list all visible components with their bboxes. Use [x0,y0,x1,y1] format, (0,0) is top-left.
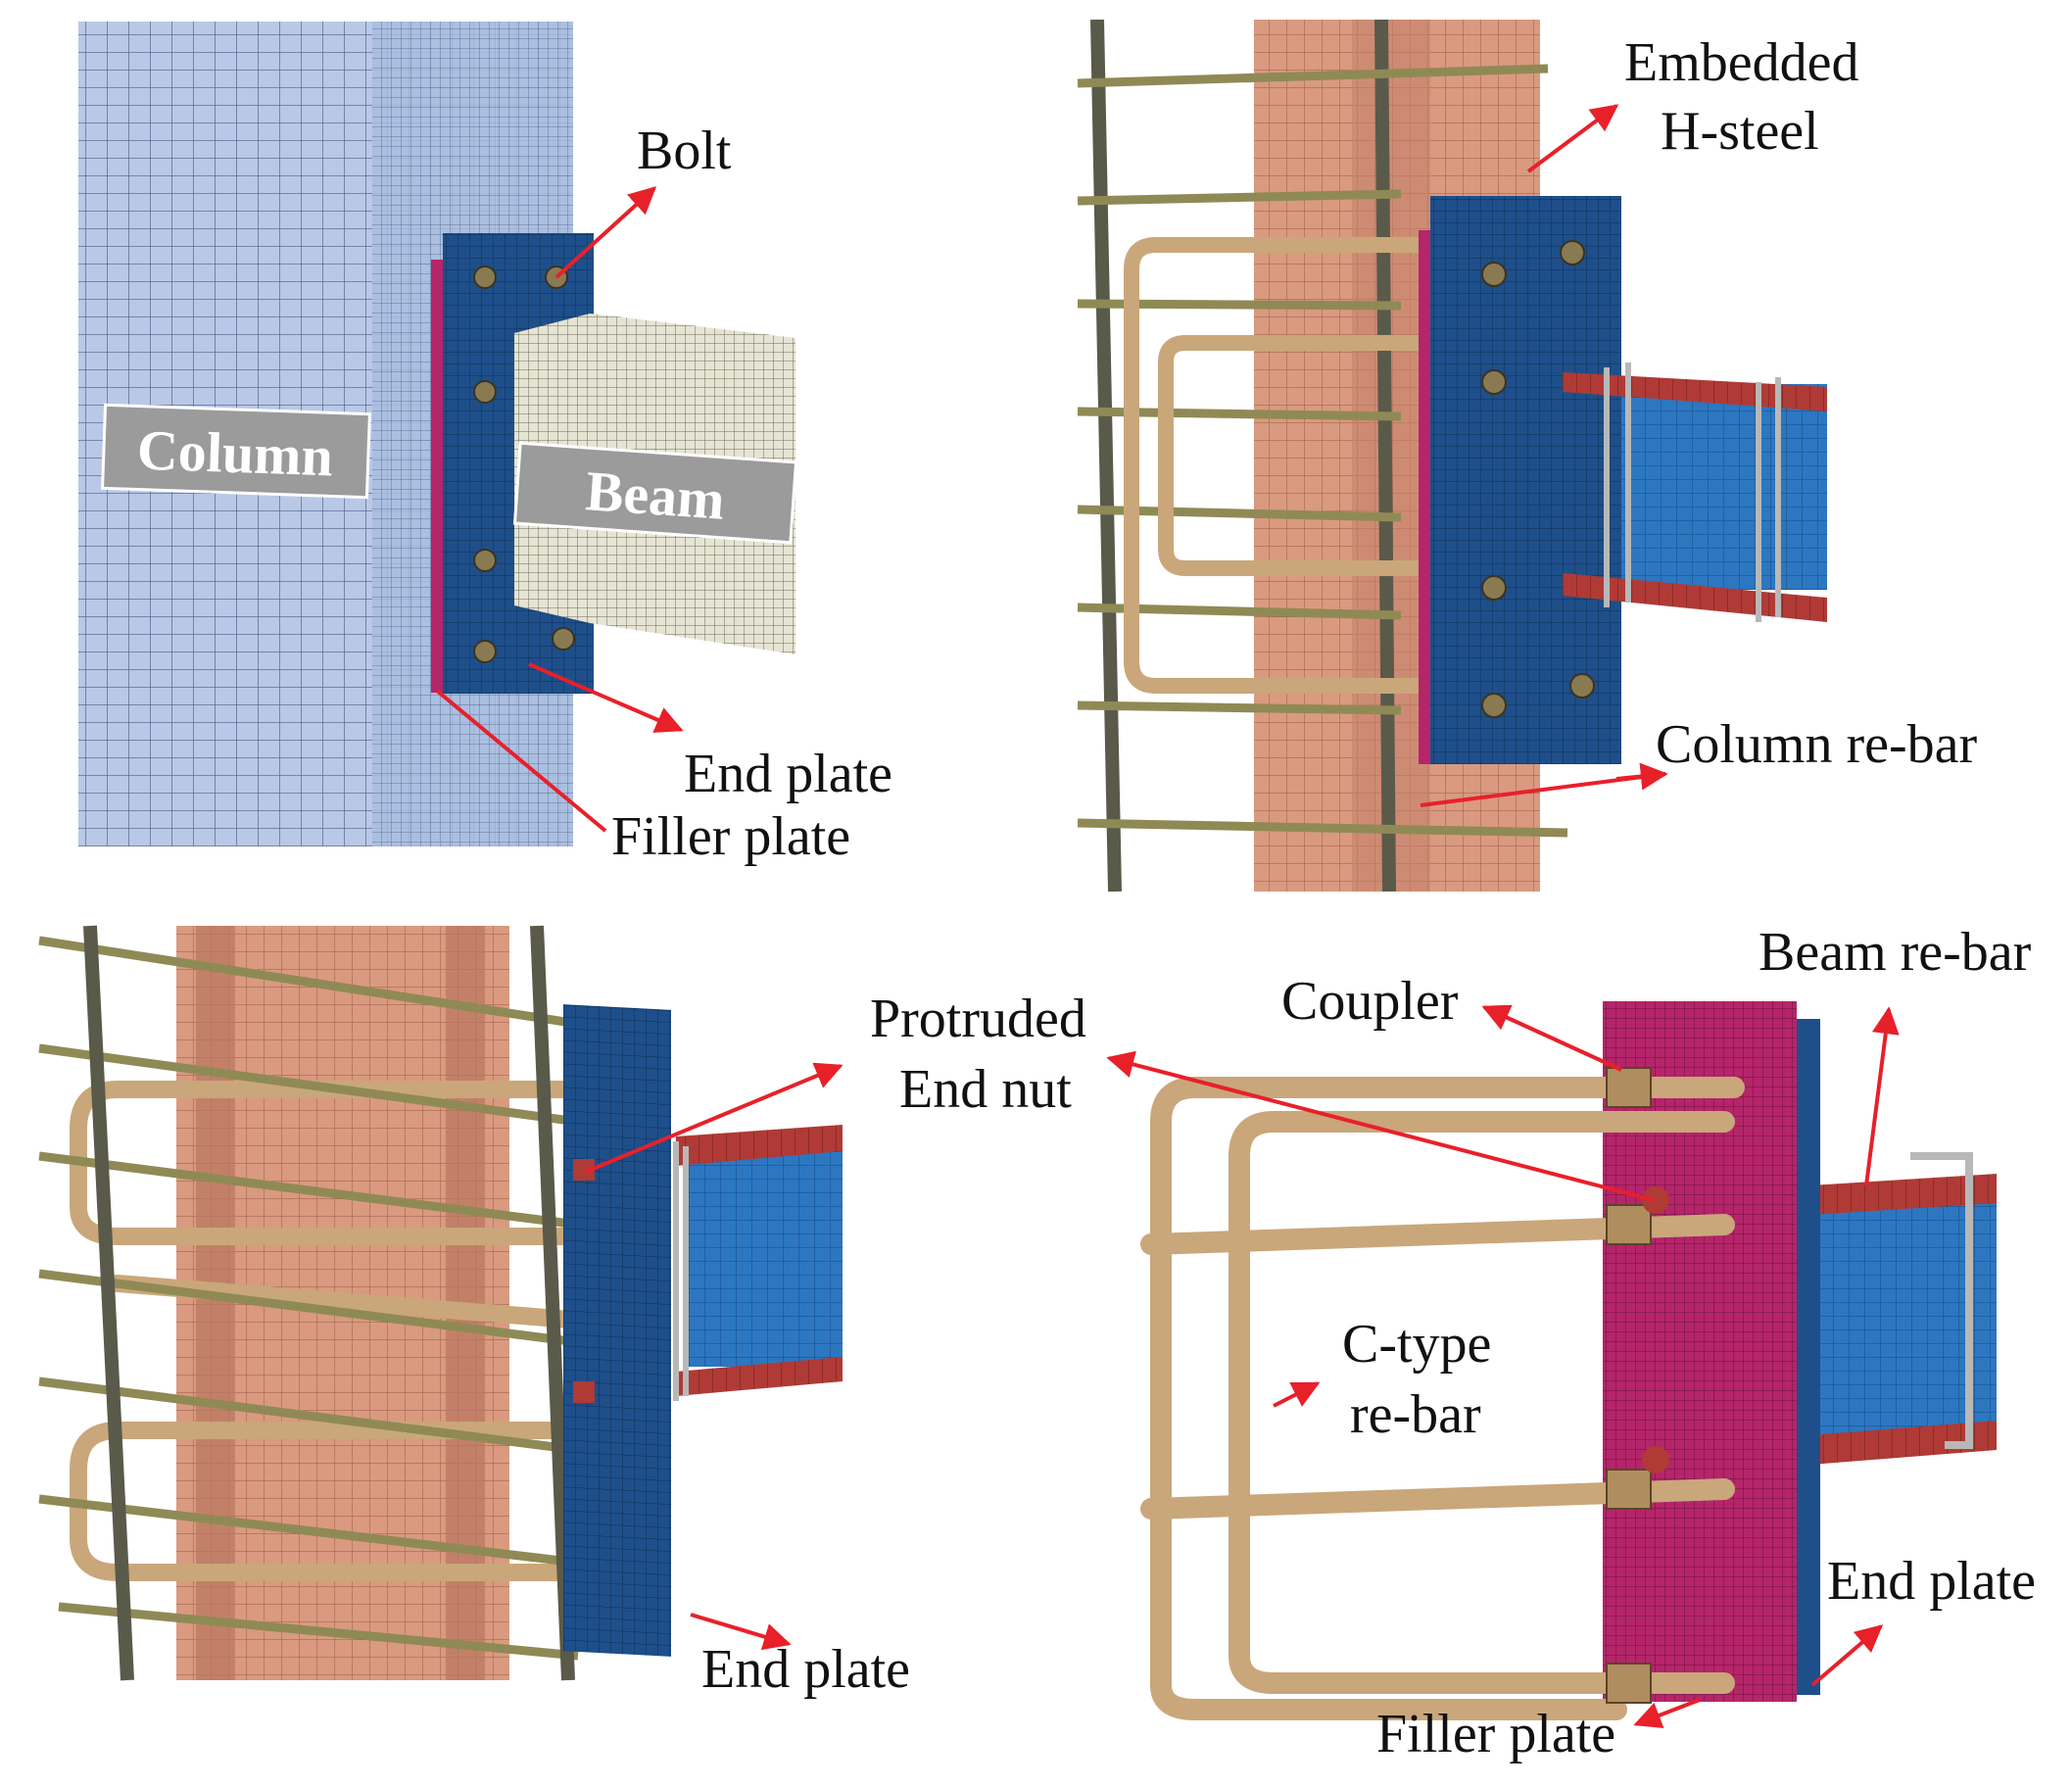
column-rebar-label: Column re-bar [1656,714,1977,775]
couplers [1606,1067,1652,1704]
coupler-arrow [1481,1004,1622,1072]
filler-plate [431,260,445,693]
column-tag [101,403,371,500]
embedded-label-line1: Embedded [1624,32,1858,93]
column-tag-text: Column [136,417,334,488]
end-plate [563,1004,671,1657]
beam-rebar-label: Beam re-bar [1759,922,2032,983]
beam-stirrups [1604,362,1781,622]
bolt-head [1481,575,1507,601]
bolt-heads [1481,240,1595,718]
protruded-label-line1: Protruded [870,989,1086,1049]
bolt-head [1560,240,1585,266]
end-plate-label: End plate [684,744,892,804]
panel-bottom-right [1140,1001,1997,1720]
beam-web [686,1141,843,1367]
br-protruded-end-nut-arrow [1106,1050,1655,1202]
end-plate [1797,1019,1820,1695]
beam-web [1621,384,1827,590]
column-rebar-vertical [83,925,134,1681]
column-stirrups [38,936,579,1661]
bolt-heads [473,266,575,663]
stirrup [58,1602,579,1661]
stirrup [1077,64,1549,88]
stirrup [38,1376,579,1455]
column-rebar-vertical [1374,20,1396,892]
stirrup [1077,700,1402,715]
coupler-label: Coupler [1281,971,1459,1032]
bolt-head [1481,693,1507,718]
beam-tag [512,441,798,545]
c-type-rebar-arrow [1273,1381,1321,1408]
bolt-head [552,627,575,651]
beam-tag-text: Beam [584,459,727,532]
panel-top-right [1077,20,1827,892]
br-filler-plate-arrow [1633,1698,1701,1729]
bolt-head [1481,369,1507,395]
c-rebar [1150,1077,1745,1720]
bolt-head [473,380,497,404]
stirrup [38,936,579,1029]
protruded-end-nut-arrow [585,1062,843,1174]
beam-top-flange [676,1125,843,1166]
beam-stirrup [1604,362,1631,607]
column-rebar-arrow [1420,772,1666,807]
filler-plate-label: Filler plate [611,806,850,867]
bolt-head [1569,673,1595,699]
c-type-label-line2: re-bar [1350,1384,1481,1445]
beam-rebar [1910,1152,1973,1449]
bolt-head [473,549,497,572]
beam-bottom-flange [1810,1421,1997,1465]
column-rebar-vertical [530,925,575,1681]
column-rebar-vertical [1090,20,1122,892]
protruded-end-nut [573,1159,595,1181]
h-steel-flange-shade [196,926,235,1680]
stirrup [38,1151,579,1230]
embedded-h-steel-arrow [1526,104,1619,173]
protruded-end-nut [1642,1446,1669,1473]
beam-bottom-flange [676,1357,843,1396]
beam-rebar-arrow [1864,1006,1900,1186]
br-end-plate-label: End plate [1827,1551,2036,1612]
beam-stirrup [1756,377,1781,622]
coupler [1606,1663,1652,1704]
column-longitudinal-rebars [83,925,575,1681]
c-type-rebars [1124,237,1428,694]
stirrup [38,1269,579,1347]
protruded-label-line2: End nut [899,1059,1072,1120]
bolt-label: Bolt [637,121,732,181]
end-plate-arrow [528,662,684,733]
stirrup [38,1043,579,1127]
br-end-plate-arrow [1810,1624,1884,1687]
bolt-head [473,266,497,289]
column-longitudinal-rebars [1090,20,1396,892]
bolt-arrow [554,186,657,279]
filler-plate-arrow [435,689,607,833]
beam-top-flange [1810,1174,1997,1215]
coupler [1606,1204,1652,1245]
c-rebar [1158,335,1428,576]
coupler [1606,1469,1652,1510]
bolt-head [1481,262,1507,287]
filler-plate [1419,230,1432,764]
beam-stirrup [673,1141,689,1401]
c-type-label-line1: C-type [1342,1314,1491,1375]
panel-top-left: Column Beam Bolt End plate Filler plate [78,22,892,867]
stirrup [1077,189,1402,206]
stirrup [1077,818,1568,838]
end-plate [1430,196,1621,764]
c-rebar [1229,1111,1735,1694]
protruded-end-nut [573,1381,595,1403]
bolt-head [473,640,497,663]
coupler [1606,1067,1652,1108]
stirrup [38,1494,579,1568]
panel-bottom-left [38,925,843,1681]
end-plate-label: End plate [701,1639,910,1700]
br-filler-plate-label: Filler plate [1376,1704,1615,1764]
embedded-label-line2: H-steel [1661,101,1819,162]
protruded-end-nut [1642,1186,1669,1214]
end-plate-arrow [690,1613,792,1651]
c-rebar [1124,237,1428,694]
